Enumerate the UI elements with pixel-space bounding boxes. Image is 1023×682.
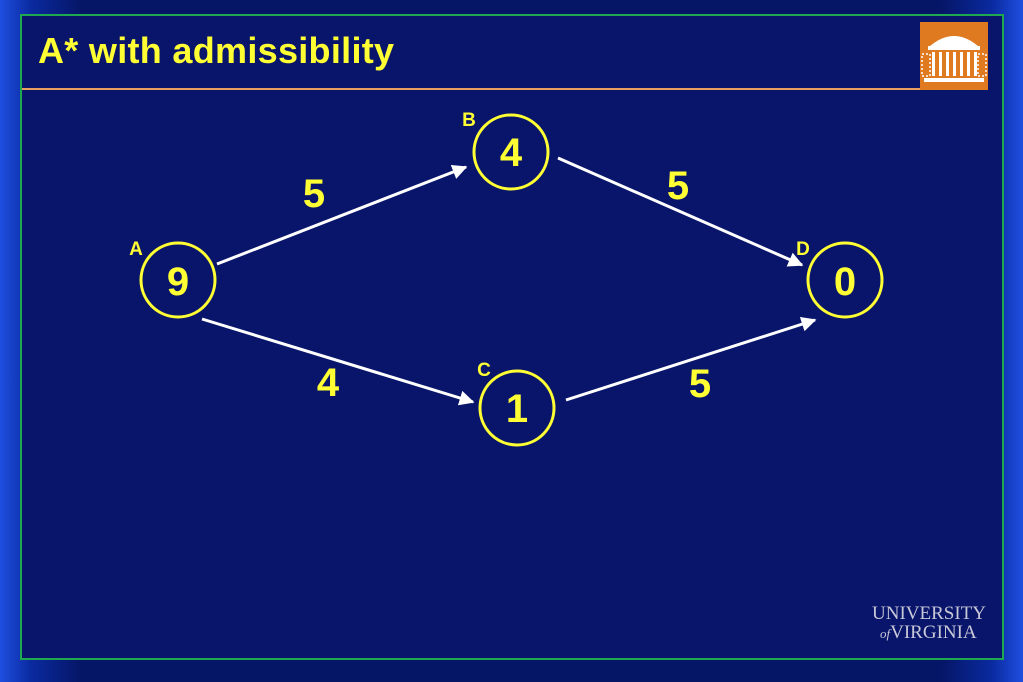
node-a-value: 9 bbox=[167, 260, 189, 304]
wordmark-of: of bbox=[880, 626, 891, 641]
wordmark-university: UNIVERSITY bbox=[872, 603, 986, 624]
university-wordmark: UNIVERSITY ofVIRGINIA bbox=[872, 604, 986, 643]
edge-weight-a-c: 4 bbox=[317, 361, 340, 405]
node-a-label: A bbox=[129, 239, 143, 260]
node-a-circle bbox=[139, 241, 217, 319]
node-c-label: C bbox=[477, 360, 491, 381]
edge-weight-c-d: 5 bbox=[689, 362, 711, 406]
slide-title: A* with admissibility bbox=[38, 30, 395, 71]
slide-frame bbox=[20, 14, 1004, 660]
edge-a-c bbox=[201, 317, 475, 406]
node-b-label: B bbox=[462, 110, 476, 131]
rotunda-logo-icon bbox=[920, 22, 988, 90]
edge-c-d bbox=[565, 316, 817, 402]
node-d-value: 0 bbox=[834, 260, 856, 304]
node-b-value: 4 bbox=[500, 131, 523, 175]
title-divider bbox=[22, 88, 922, 90]
wordmark-virginia: VIRGINIA bbox=[890, 622, 977, 643]
node-d-label: D bbox=[796, 239, 810, 260]
edge-weight-b-d: 5 bbox=[667, 164, 689, 208]
node-c-circle bbox=[478, 369, 556, 447]
edge-weight-a-b: 5 bbox=[303, 172, 325, 216]
node-c-value: 1 bbox=[506, 387, 528, 431]
node-b-circle bbox=[472, 113, 550, 191]
wordmark-virginia-line: ofVIRGINIA bbox=[872, 623, 986, 643]
node-d-circle bbox=[806, 241, 884, 319]
edge-b-d bbox=[557, 156, 804, 267]
edge-a-b bbox=[216, 164, 468, 266]
